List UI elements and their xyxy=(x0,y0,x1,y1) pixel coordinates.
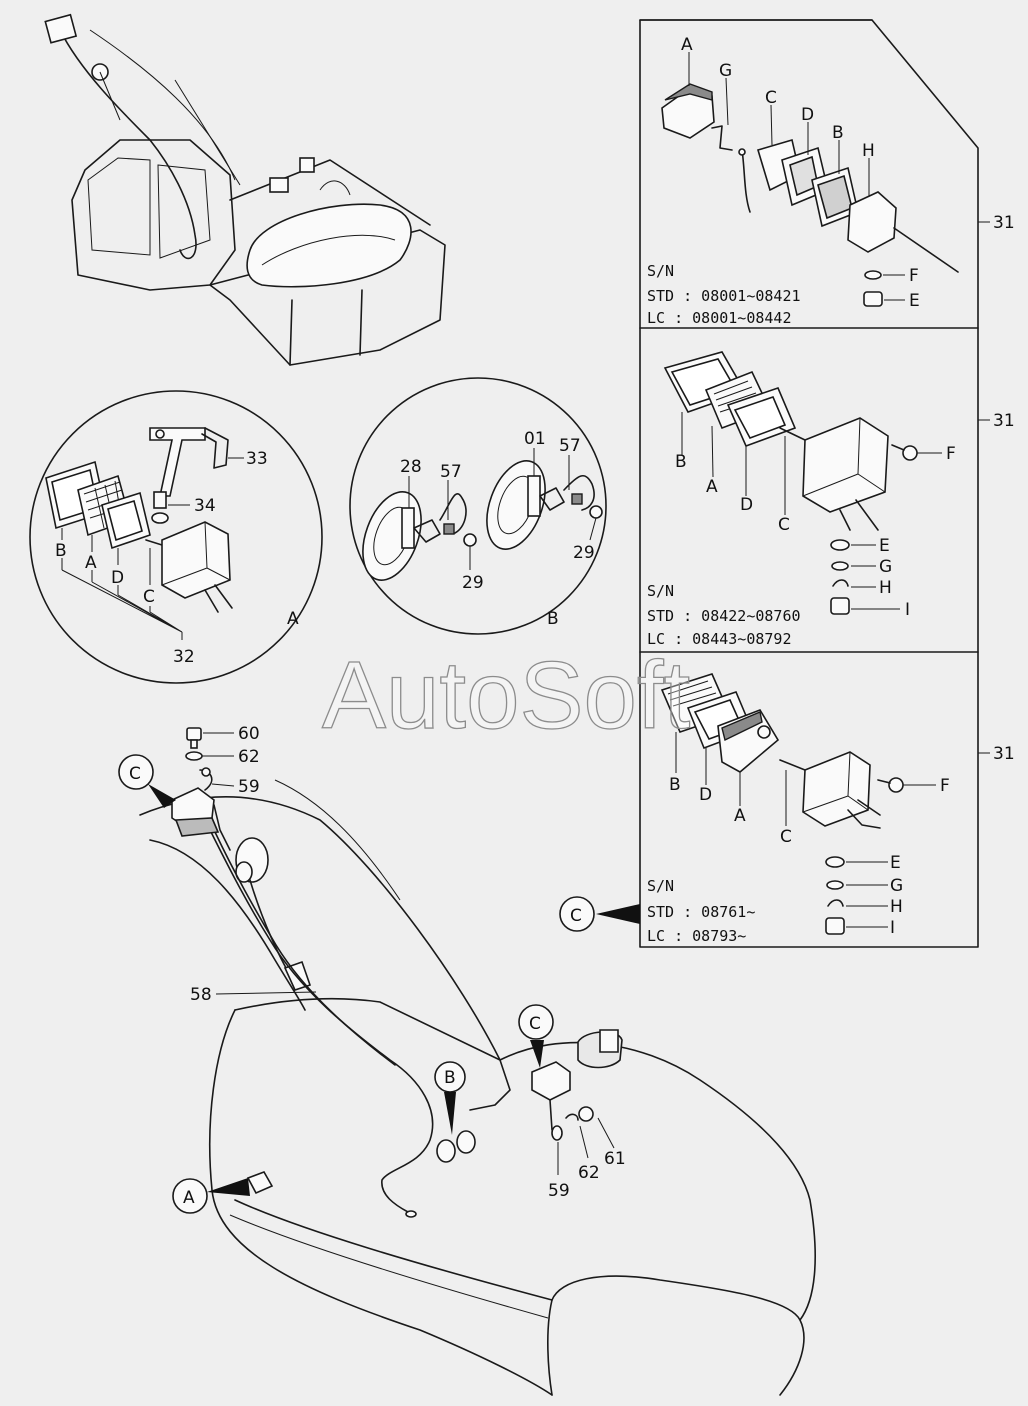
label-D: D xyxy=(740,495,753,515)
detail-b: 28 57 29 01 57 29 B xyxy=(349,377,607,635)
label-E: E xyxy=(890,853,901,873)
panel-3-sn: S/N xyxy=(647,877,674,895)
label-G: G xyxy=(879,557,892,577)
label-C: C xyxy=(778,515,790,535)
label-A: A xyxy=(681,35,693,55)
panel-1-ref: 31 xyxy=(993,213,1015,233)
label-F: F xyxy=(946,444,956,464)
label-61: 61 xyxy=(604,1149,626,1169)
label-F: F xyxy=(909,266,919,286)
label-A: A xyxy=(85,553,97,573)
panel-3-std: STD : 08761~ xyxy=(647,903,755,921)
label-B: B xyxy=(669,775,681,795)
arrow-icon xyxy=(148,784,176,808)
label-H: H xyxy=(890,897,903,917)
panel-1-sn: S/N xyxy=(647,262,674,280)
label-33: 33 xyxy=(246,449,268,469)
callout-c-circle xyxy=(559,896,595,932)
callout-c-letter: C xyxy=(529,1014,541,1034)
excavator-upper-view xyxy=(44,13,446,366)
label-59: 59 xyxy=(548,1181,570,1201)
arrow-icon xyxy=(530,1040,544,1068)
label-62: 62 xyxy=(578,1163,600,1183)
arrow-icon xyxy=(444,1092,456,1135)
label-28: 28 xyxy=(400,457,422,477)
label-29: 29 xyxy=(573,543,595,563)
label-32: 32 xyxy=(173,647,195,667)
label-59: 59 xyxy=(238,777,260,797)
label-D: D xyxy=(699,785,712,805)
watermark: AutoSoft xyxy=(322,642,690,749)
panel-2-lc: LC : 08443~08792 xyxy=(647,630,792,648)
label-29: 29 xyxy=(462,573,484,593)
label-62: 62 xyxy=(238,747,260,767)
label-G: G xyxy=(890,876,903,896)
label-E: E xyxy=(879,536,890,556)
label-C: C xyxy=(780,827,792,847)
label-G: G xyxy=(719,61,732,81)
detail-b-caption: B xyxy=(547,609,559,629)
panel-2: 31 B A D C F E G H I S/N STD : xyxy=(647,351,1015,648)
label-H: H xyxy=(879,578,892,598)
label-01: 01 xyxy=(524,429,546,449)
label-C: C xyxy=(765,88,777,108)
label-58: 58 xyxy=(190,985,212,1005)
detail-a-caption: A xyxy=(287,609,299,629)
label-I: I xyxy=(890,918,895,938)
panel-1: 31 A G C D B H F E S/N STD : 08001~08421… xyxy=(647,35,1015,327)
label-D: D xyxy=(801,105,814,125)
callout-b-letter: B xyxy=(444,1068,456,1088)
label-60: 60 xyxy=(238,724,260,744)
panel-3-lc: LC : 08793~ xyxy=(647,927,746,945)
panel-1-std: STD : 08001~08421 xyxy=(647,287,801,305)
callout-c-letter: C xyxy=(129,764,141,784)
callout-c-letter: C xyxy=(570,906,582,926)
label-I: I xyxy=(905,600,910,620)
arrow-icon xyxy=(596,904,640,924)
panel-3: 31 B D A C F E G H I S/N S xyxy=(559,673,1015,945)
label-A: A xyxy=(734,806,746,826)
label-57: 57 xyxy=(440,462,462,482)
label-B: B xyxy=(675,452,687,472)
label-34: 34 xyxy=(194,496,216,516)
label-B: B xyxy=(832,123,844,143)
label-C: C xyxy=(143,587,155,607)
label-A: A xyxy=(706,477,718,497)
serial-panels xyxy=(639,19,990,948)
panel-1-lc: LC : 08001~08442 xyxy=(647,309,792,327)
label-57: 57 xyxy=(559,436,581,456)
callout-a-letter: A xyxy=(183,1188,195,1208)
label-F: F xyxy=(940,776,950,796)
panel-2-sn: S/N xyxy=(647,582,674,600)
label-H: H xyxy=(862,141,875,161)
panel-2-ref: 31 xyxy=(993,411,1015,431)
arrow-icon xyxy=(207,1178,250,1196)
detail-a: 33 34 B A D C 32 A xyxy=(29,390,323,684)
panel-2-std: STD : 08422~08760 xyxy=(647,607,801,625)
label-B: B xyxy=(55,541,67,561)
panel-3-ref: 31 xyxy=(993,744,1015,764)
label-D: D xyxy=(111,568,124,588)
main-assembly: B C 60 62 59 58 C 59 xyxy=(118,724,816,1396)
label-E: E xyxy=(909,291,920,311)
